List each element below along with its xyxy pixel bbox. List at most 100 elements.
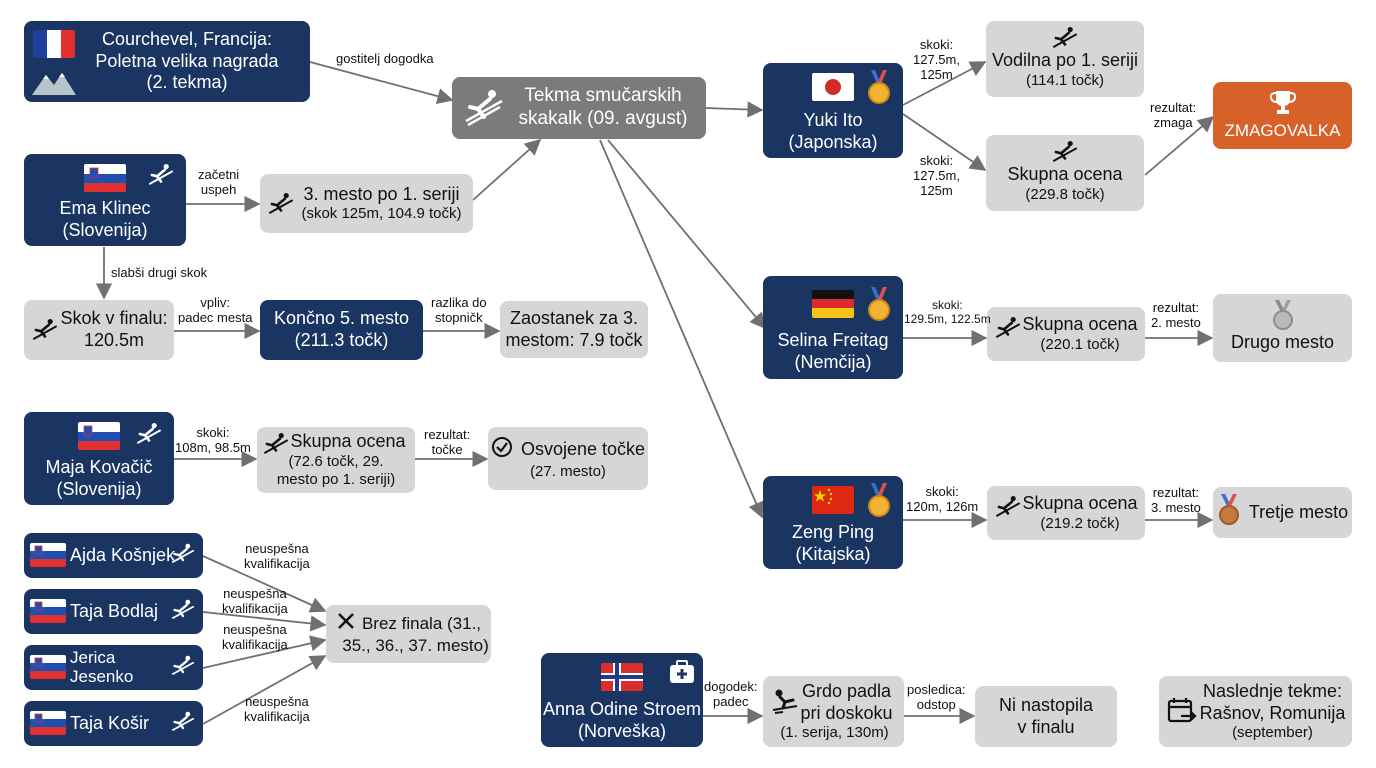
zeng-total-line2: (219.2 točk): [1040, 514, 1120, 532]
yuki-lead-line1: Vodilna po 1. seriji: [991, 50, 1139, 71]
gold-medal-icon: [867, 483, 891, 522]
edge-label-host: gostitelj dogodka: [336, 51, 434, 67]
jerica-line1: Jerica: [70, 647, 116, 667]
edge-label-selina-jumps-1: 129.5m, 122.5m: [904, 311, 991, 326]
ski-jumper-icon: [464, 87, 504, 132]
edge-label-yuki-jumps-top-0: skoki:: [919, 37, 954, 52]
maja-total-line3: mesto po 1. seriji): [276, 470, 396, 488]
edge-label-ema-diff-1: stopničk: [434, 309, 483, 325]
gold-medal-icon: [867, 287, 891, 326]
edge-label-fail-jerica-0: neuspešna: [223, 622, 287, 637]
edge-label-anna-result-1: odstop: [916, 696, 956, 712]
taja-bodlaj-name: Taja Bodlaj: [70, 600, 159, 621]
edge-label-maja-result-0: rezultat:: [424, 427, 471, 442]
ema-third-line2: (skok 125m, 104.9 točk): [301, 205, 462, 223]
zeng-name: Zeng Ping: [791, 521, 875, 542]
node-maja-kovacic: Maja Kovačič (Slovenija): [24, 412, 174, 505]
ski-jumper-icon: [32, 317, 58, 348]
jerica-line2: Jesenko: [70, 666, 134, 686]
node-ajda-kosnjek: Ajda Košnjek: [24, 533, 203, 578]
edge-third-event: [472, 138, 542, 201]
node-ema-gap: Zaostanek za 3. mestom: 7.9 točk: [500, 301, 648, 358]
anna-out-line1: Ni nastopila: [998, 694, 1094, 715]
edge-label-maja-jumps-0: skoki:: [196, 425, 230, 440]
edge-label-ema-start: začetni uspeh: [198, 167, 239, 198]
first-aid-icon: [669, 660, 695, 689]
edge-label-yuki-result: rezultat: zmaga: [1150, 100, 1196, 131]
ema-fifth-line2: (211.3 točk): [294, 330, 389, 350]
node-zeng-total: Skupna ocena (219.2 točk): [987, 486, 1145, 540]
node-selina-freitag: Selina Freitag (Nemčija): [763, 276, 903, 379]
edge-label-fail-tajab: neuspešna kvalifikacija: [222, 586, 288, 617]
second-label: Drugo mesto: [1230, 332, 1335, 353]
edge-label-maja-result-1: točke: [431, 441, 463, 457]
edge-label-anna-event-1: padec: [713, 693, 749, 709]
node-courchevel: Courchevel, Francija: Poletna velika nag…: [24, 21, 310, 102]
edge-label-zeng-result-0: rezultat:: [1152, 485, 1200, 500]
edge-label-zeng-result: rezultat: 3. mesto: [1151, 485, 1201, 516]
event-line1: Tekma smučarskih: [524, 85, 682, 107]
node-yuki-lead: Vodilna po 1. seriji (114.1 točk): [986, 21, 1144, 97]
germany-flag-icon: [812, 290, 854, 318]
courchevel-line1: Courchevel, Francija:: [101, 29, 273, 50]
node-ema-final-jump: Skok v finalu: 120.5m: [24, 300, 174, 360]
ski-jumper-icon: [263, 431, 289, 462]
yuki-total-line2: (229.8 točk): [1025, 185, 1105, 203]
check-circle-icon: [491, 436, 513, 463]
node-anna-fall: Grdo padla pri doskoku (1. serija, 130m): [763, 676, 904, 747]
node-jerica-jesenko: Jerica Jesenko: [24, 645, 203, 690]
silver-medal-icon: [1271, 300, 1295, 335]
ski-jumper-icon: [268, 191, 294, 222]
edge-label-yuki-jumps-bottom-2: 125m: [920, 182, 953, 198]
edge-label-zeng-jumps-0: skoki:: [925, 484, 959, 499]
edge-label-maja-jumps: skoki: 108m, 98.5m: [175, 425, 251, 456]
edge-label-anna-result: posledica: odstop: [907, 682, 966, 713]
edge-label-host-0: gostitelj dogodka: [336, 51, 434, 66]
edge-label-maja-result: rezultat: točke: [424, 427, 471, 458]
edge-label-selina-result-1: 2. mesto: [1151, 314, 1201, 330]
anna-country: (Norveška): [577, 721, 666, 741]
edge-label-yuki-jumps-top: skoki: 127.5m, 125m: [913, 37, 960, 83]
ajda-name: Ajda Košnjek: [70, 544, 176, 565]
node-anna-out: Ni nastopila v finalu: [975, 686, 1117, 747]
anna-fall-line3: (1. serija, 130m): [780, 724, 889, 742]
node-selina-total: Skupna ocena (220.1 točk): [987, 307, 1145, 361]
ema-final-line1: Skok v finalu:: [60, 308, 168, 329]
node-second-place: Drugo mesto: [1213, 294, 1352, 362]
node-maja-points: Osvojene točke (27. mesto): [488, 427, 648, 490]
edge-label-yuki-jumps-top-1: 127.5m,: [913, 51, 960, 67]
calendar-arrow-icon: [1167, 696, 1197, 731]
node-yuki-ito: Yuki Ito (Japonska): [763, 63, 903, 158]
edge-label-fail-ajda-0: neuspešna: [245, 541, 309, 556]
edge-event-yuki: [705, 101, 764, 118]
edge-label-fail-jerica: neuspešna kvalifikacija: [222, 622, 288, 653]
edge-label-zeng-jumps-1: 120m, 126m: [906, 498, 979, 514]
ski-jumper-icon: [171, 598, 195, 627]
edge-label-maja-jumps-1: 108m, 98.5m: [175, 439, 251, 455]
edge-label-selina-result-0: rezultat:: [1152, 300, 1200, 315]
edge-label-ema-impact-0: vpliv:: [200, 295, 231, 310]
japan-flag-icon: [812, 73, 854, 101]
close-icon: [336, 611, 356, 636]
node-event: Tekma smučarskih skakalk (09. avgust): [452, 77, 706, 139]
edge-label-ema-diff-0: razlika do: [431, 295, 487, 310]
ema-gap-line2: mestom: 7.9 točk: [505, 329, 643, 350]
node-winner: ZMAGOVALKA: [1213, 82, 1352, 149]
anna-name: Anna Odine Stroem: [542, 699, 702, 720]
trophy-icon: [1269, 89, 1297, 120]
zeng-total-line1: Skupna ocena: [1022, 493, 1138, 514]
edge-label-fail-tajak: neuspešna kvalifikacija: [244, 694, 310, 725]
yuki-name: Yuki Ito: [803, 109, 863, 130]
maja-points-line2: (27. mesto): [530, 463, 606, 481]
ema-country: (Slovenija): [62, 220, 148, 240]
edge-label-ema-impact-1: padec mesta: [178, 309, 253, 325]
edge-label-ema-weaker-0: slabši drugi skok: [111, 265, 208, 280]
ema-name: Ema Klinec: [59, 198, 151, 219]
ski-jumper-icon: [1052, 139, 1078, 170]
edge-label-selina-jumps: skoki: 129.5m, 122.5m: [904, 298, 991, 327]
winner-label: ZMAGOVALKA: [1224, 121, 1341, 141]
edge-label-fail-tajab-1: kvalifikacija: [222, 600, 288, 616]
edge-label-zeng-jumps: skoki: 120m, 126m: [906, 484, 979, 515]
maja-name: Maja Kovačič: [45, 456, 153, 477]
gold-medal-icon: [867, 70, 891, 109]
